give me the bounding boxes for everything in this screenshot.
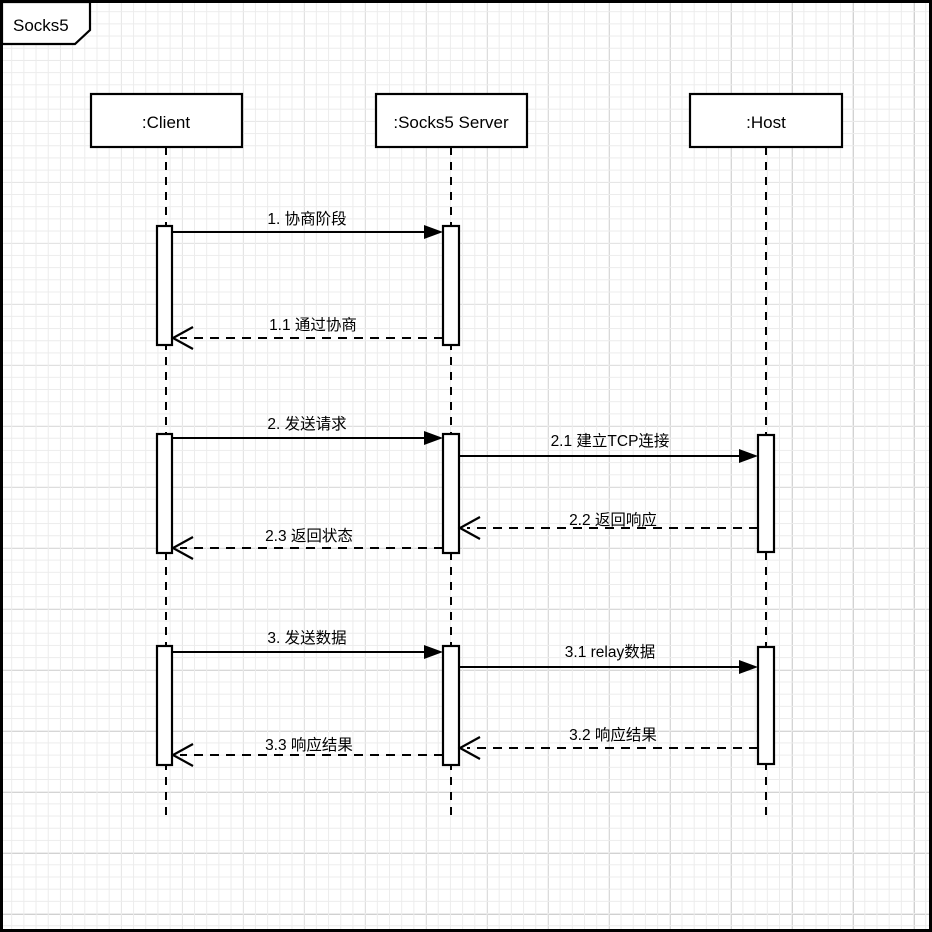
frame-label-text: Socks5 <box>13 16 69 35</box>
message-2-2[interactable]: 2.2 返回响应 <box>457 510 758 540</box>
message-3-2-arrowhead <box>457 736 481 760</box>
message-3-2[interactable]: 3.2 响应结果 <box>457 725 758 760</box>
message-1-1[interactable]: 1.1 通过协商 <box>170 316 443 350</box>
message-2-1-label: 2.1 建立TCP连接 <box>551 432 670 450</box>
participant-server[interactable]: :Socks5 Server <box>374 92 529 149</box>
participant-label-host: :Host <box>746 113 786 132</box>
activation-bar-server-3[interactable] <box>441 644 461 767</box>
message-2-arrowhead <box>424 431 443 445</box>
message-3[interactable]: 3. 发送数据 <box>172 629 443 659</box>
activation-bar-server-1[interactable] <box>441 224 461 347</box>
message-3-1-arrowhead <box>739 660 758 674</box>
participant-box-client[interactable] <box>89 92 244 149</box>
message-3-arrowhead <box>424 645 443 659</box>
participant-client[interactable]: :Client <box>89 92 244 149</box>
message-2[interactable]: 2. 发送请求 <box>172 415 443 445</box>
message-1-arrowhead <box>424 225 443 239</box>
message-2-1[interactable]: 2.1 建立TCP连接 <box>459 432 758 463</box>
participant-box-server[interactable] <box>374 92 529 149</box>
message-1[interactable]: 1. 协商阶段 <box>172 210 443 239</box>
frame-label-tab <box>0 0 92 46</box>
message-3-1-label: 3.1 relay数据 <box>565 643 655 661</box>
message-3-1[interactable]: 3.1 relay数据 <box>459 643 758 674</box>
lifelines-group <box>165 147 767 820</box>
message-2-2-label: 2.2 返回响应 <box>569 510 657 529</box>
activation-bars-group <box>155 224 776 767</box>
participant-host[interactable]: :Host <box>688 92 844 149</box>
message-3-3-label: 3.3 响应结果 <box>265 735 353 754</box>
message-2-label: 2. 发送请求 <box>267 415 346 433</box>
message-1-1-arrowhead <box>170 326 194 350</box>
message-3-label: 3. 发送数据 <box>267 629 346 647</box>
activation-bar-server-2[interactable] <box>441 432 461 555</box>
message-3-3-arrowhead <box>170 743 194 767</box>
activation-bar-host-2[interactable] <box>756 433 776 554</box>
participant-box-host[interactable] <box>688 92 844 149</box>
activation-bar-client-3[interactable] <box>155 644 174 767</box>
message-3-3[interactable]: 3.3 响应结果 <box>170 735 443 767</box>
message-1-1-label: 1.1 通过协商 <box>269 316 357 334</box>
activation-bar-client-2[interactable] <box>155 432 174 555</box>
activation-bar-client-1[interactable] <box>155 224 174 347</box>
message-2-2-arrowhead <box>457 516 481 540</box>
message-2-3-arrowhead <box>170 536 194 560</box>
message-2-1-arrowhead <box>739 449 758 463</box>
participant-label-client: :Client <box>142 113 190 132</box>
message-2-3[interactable]: 2.3 返回状态 <box>170 527 443 560</box>
activation-bar-host-3[interactable] <box>756 645 776 766</box>
participant-label-server: :Socks5 Server <box>393 113 509 132</box>
message-3-2-label: 3.2 响应结果 <box>569 725 657 744</box>
message-1-label: 1. 协商阶段 <box>267 210 346 228</box>
message-2-3-label: 2.3 返回状态 <box>265 527 353 545</box>
